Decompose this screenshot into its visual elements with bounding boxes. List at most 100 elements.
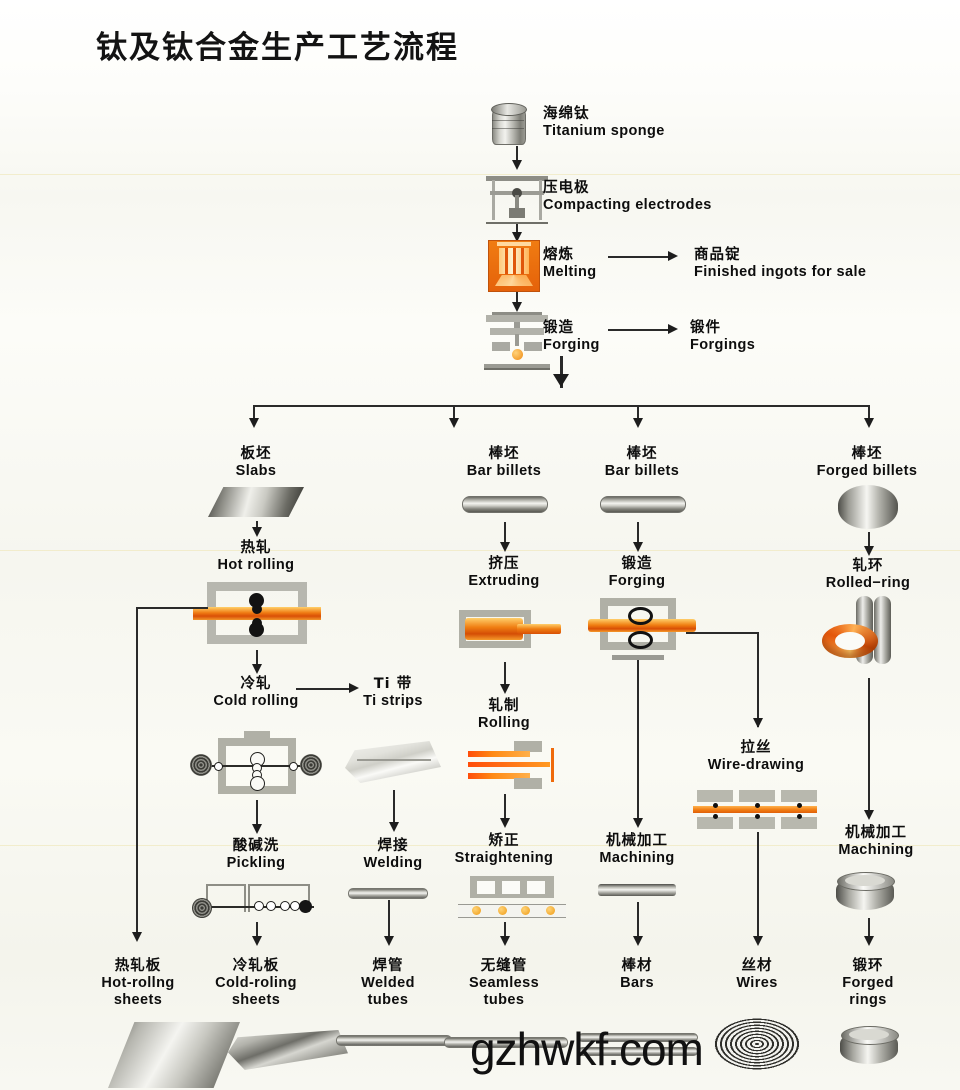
product-label-cold-rolled-sheets: 冷轧板 Cold-roling sheets <box>215 958 297 1009</box>
label-en-1: Seamless <box>468 975 540 992</box>
process-label-rolling: 轧制 Rolling <box>478 698 530 732</box>
label-en: Ti strips <box>363 693 423 710</box>
connector <box>504 662 506 692</box>
branch-label-bar-billets-2: 棒坯 Bar billets <box>605 446 680 480</box>
arrow-icon <box>512 160 522 170</box>
step-label-forging: 锻造 Forging <box>543 320 600 354</box>
distribution-bus <box>253 405 869 407</box>
forged-ring-icon <box>840 1026 899 1068</box>
label-cn: 棒材 <box>621 958 653 974</box>
arrow-icon <box>512 232 522 242</box>
step-label-compacting-electrodes: 压电极 Compacting electrodes <box>543 180 712 214</box>
process-label-wire-drawing: 拉丝 Wire-drawing <box>708 740 805 774</box>
label-en: Bar billets <box>466 463 542 480</box>
connector <box>560 356 563 388</box>
arrow-icon <box>252 664 262 674</box>
label-en-2: rings <box>849 992 887 1009</box>
arrow-icon <box>553 374 569 387</box>
label-en: Compacting electrodes <box>543 197 712 214</box>
label-cn: 热轧 <box>240 540 272 556</box>
label-cn: 无缝管 <box>480 958 528 974</box>
label-en-2: sheets <box>231 992 281 1009</box>
process-label-rolled-ring: 轧环 Rolled−ring <box>826 558 911 592</box>
label-cn: 焊接 <box>377 838 409 854</box>
label-en: Hot rolling <box>217 557 295 574</box>
label-cn: 拉丝 <box>740 740 772 756</box>
label-en-1: Forged <box>842 975 894 992</box>
label-en: Forged billets <box>816 463 918 480</box>
connector <box>504 794 506 826</box>
label-en-1: Bars <box>620 975 654 992</box>
arrow-icon <box>633 936 643 946</box>
connector <box>868 678 870 818</box>
arrow-icon <box>864 936 874 946</box>
cold-rolled-sheet-icon <box>228 1030 348 1070</box>
label-en: Finished ingots for sale <box>694 264 867 281</box>
label-en: Welding <box>363 855 423 872</box>
hot-rolled-sheet-icon <box>108 1022 240 1088</box>
connector <box>637 902 639 944</box>
connector <box>504 922 506 944</box>
arrow-icon <box>500 818 510 828</box>
process-label-straightening: 矫正 Straightening <box>455 833 554 867</box>
connector <box>516 292 518 308</box>
process-label-pickling: 酸碱洗 Pickling <box>227 838 286 872</box>
process-label-extruding: 挤压 Extruding <box>468 556 539 590</box>
label-en: Forging <box>543 337 600 354</box>
label-en: Rolling <box>478 715 530 732</box>
product-label-wires: 丝材 Wires <box>736 958 777 992</box>
connector <box>256 922 258 944</box>
label-cn: 冷轧板 <box>232 958 280 974</box>
arrow-icon <box>668 324 678 334</box>
arrow-icon <box>753 936 763 946</box>
branch-label-slabs: 板坯 Slabs <box>236 446 277 480</box>
connector <box>296 688 351 690</box>
label-cn: 机械加工 <box>844 825 907 841</box>
label-cn: 棒坯 <box>626 446 658 462</box>
arrow-icon <box>753 718 763 728</box>
label-en: Machining <box>838 842 914 859</box>
process-label-welding: 焊接 Welding <box>364 838 423 872</box>
label-en: Wire-drawing <box>707 757 805 774</box>
connector <box>453 405 455 423</box>
branch-label-bar-billets-1: 棒坯 Bar billets <box>467 446 542 480</box>
label-en-2: sheets <box>113 992 163 1009</box>
label-cn: 商品锭 <box>694 247 741 263</box>
wire-coil-icon <box>714 1018 800 1070</box>
welded-tube-product-icon <box>336 1035 452 1046</box>
connector <box>686 632 758 634</box>
connector <box>256 650 258 672</box>
process-label-hot-rolling: 热轧 Hot rolling <box>218 540 295 574</box>
connector <box>868 532 870 554</box>
welded-tube-icon <box>348 888 428 899</box>
connector <box>516 224 518 238</box>
ring-rolling-icon <box>822 594 902 674</box>
arrow-icon <box>384 936 394 946</box>
cold-rolling-mill-icon <box>190 731 322 796</box>
label-en: Extruding <box>468 573 540 590</box>
arrow-icon <box>252 527 262 537</box>
label-en: Bar billets <box>604 463 680 480</box>
label-en-1: Wires <box>736 975 778 992</box>
arrow-icon <box>500 684 510 694</box>
machined-bar-icon <box>598 884 676 896</box>
process-label-cold-rolling: 冷轧 Cold rolling <box>213 676 298 710</box>
label-en-2: tubes <box>483 992 525 1009</box>
titanium-sponge-icon <box>489 101 527 145</box>
label-cn: 热轧板 <box>114 958 162 974</box>
process-label-machining-bar: 机械加工 Machining <box>599 833 674 867</box>
arrow-icon <box>500 542 510 552</box>
arrow-icon <box>252 936 262 946</box>
connector <box>608 256 670 258</box>
bar-product-icon <box>578 1033 698 1042</box>
bar-billet-icon <box>600 496 686 513</box>
label-en: Slabs <box>235 463 277 480</box>
arrow-icon <box>349 683 359 693</box>
arrow-icon <box>512 302 522 312</box>
slab-icon <box>208 487 304 517</box>
arrow-icon <box>252 824 262 834</box>
arrow-icon <box>633 542 643 552</box>
arrow-icon <box>389 822 399 832</box>
label-cn: 熔炼 <box>543 247 574 263</box>
